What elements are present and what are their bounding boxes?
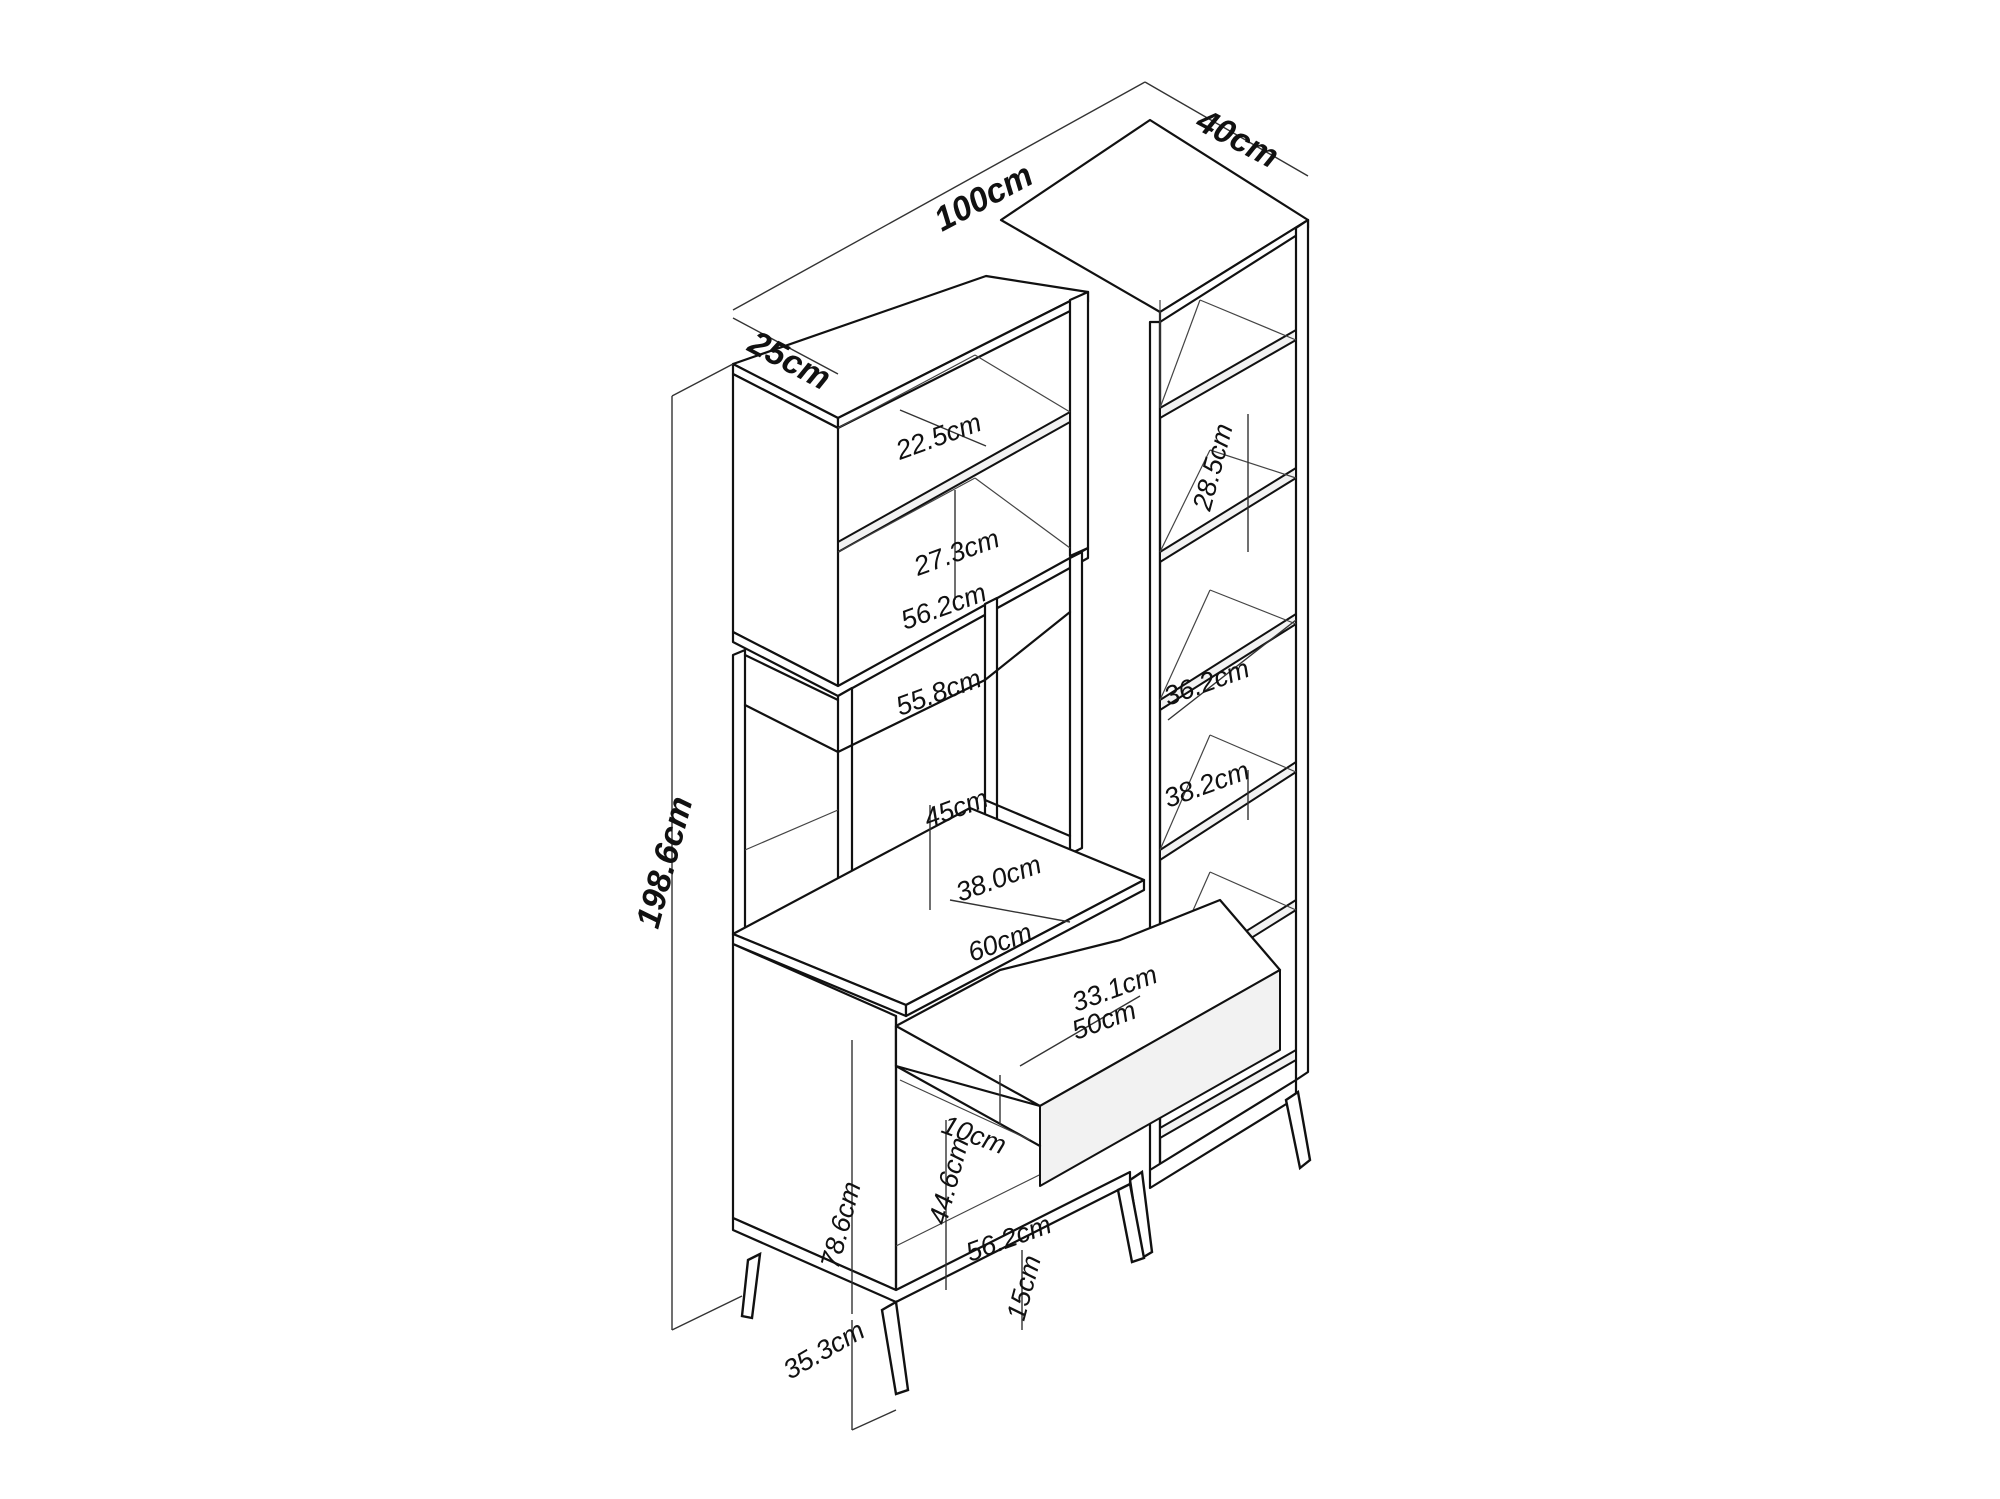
frame-mid-rail-left (743, 703, 840, 754)
left-upper-shelf-1 (837, 411, 1071, 553)
left-upper-back-1 (837, 354, 976, 429)
left-leg-front (880, 1300, 910, 1396)
frame-mid-rail-right (983, 610, 1072, 682)
dim-225-line (899, 409, 987, 447)
right-back-line-5 (1159, 589, 1211, 701)
right-shelf-2 (1159, 467, 1297, 563)
dim-40-line (1144, 81, 1309, 177)
right-back-line-3 (1159, 449, 1211, 553)
label-base-353: 35.3cm (778, 1315, 870, 1385)
left-unit (731, 274, 1282, 1396)
left-leg-right (1116, 1182, 1146, 1264)
dim-331-line (1019, 995, 1141, 1067)
right-back-line-7 (1159, 734, 1211, 851)
dim-198-bottom-ext (671, 1295, 743, 1331)
right-side-panel (1294, 218, 1310, 1082)
right-shelf-1 (1159, 329, 1297, 419)
right-back-line-6 (1209, 589, 1297, 625)
dim-25-line (732, 317, 839, 375)
frame-mid-rail-front (836, 678, 987, 754)
label-gap-273: 27.3cm (909, 523, 1003, 582)
right-back-line-1 (1159, 299, 1201, 409)
label-gap-225: 22.5cm (891, 407, 985, 466)
label-height-198: 198.6cm (629, 793, 700, 932)
frame-post-right (1068, 550, 1084, 856)
dimension-lines (671, 81, 1309, 1431)
dim-198-top-ext (671, 363, 734, 397)
right-bookcase (999, 118, 1312, 1260)
dim-38-line (949, 899, 1071, 923)
left-upper-right-side (1068, 290, 1090, 558)
frame-post-left (731, 648, 747, 936)
label-height-446: 44.6cm (923, 1134, 975, 1227)
left-upper-back-4 (974, 477, 1071, 549)
drawer-side-top (894, 1024, 1042, 1108)
left-leg-back (740, 1251, 762, 1320)
frame-post-back (983, 596, 999, 828)
drawer-rail (899, 1079, 1031, 1141)
right-bottom-shelf (1159, 1049, 1297, 1139)
label-right-362: 36.2cm (1160, 653, 1253, 711)
dim-100-line (732, 81, 1146, 311)
right-back-line-4 (1209, 449, 1297, 479)
right-back-line-10 (1209, 871, 1297, 911)
right-back-line-8 (1209, 734, 1297, 773)
left-mid-shelf (731, 546, 1090, 698)
frame-bottom-rail (983, 798, 1072, 838)
right-leg-back (1284, 1089, 1312, 1171)
frame-top-rail-left (743, 653, 840, 702)
frame-back-line (744, 809, 839, 851)
label-leg-15: 15cm (1001, 1252, 1047, 1324)
left-upper-back-3 (837, 477, 976, 553)
drawer-front (1039, 969, 1281, 1187)
dim-35-ext (851, 1409, 897, 1431)
left-upper-back-2 (974, 354, 1071, 413)
label-width-558: 55.8cm (892, 663, 985, 721)
drawer-side-bottom (894, 1064, 1042, 1148)
dim-362-line (1167, 619, 1297, 721)
label-right-285: 28.5cm (1187, 420, 1239, 514)
right-back-line-2 (1199, 299, 1297, 341)
drawer-body (894, 898, 1282, 1108)
